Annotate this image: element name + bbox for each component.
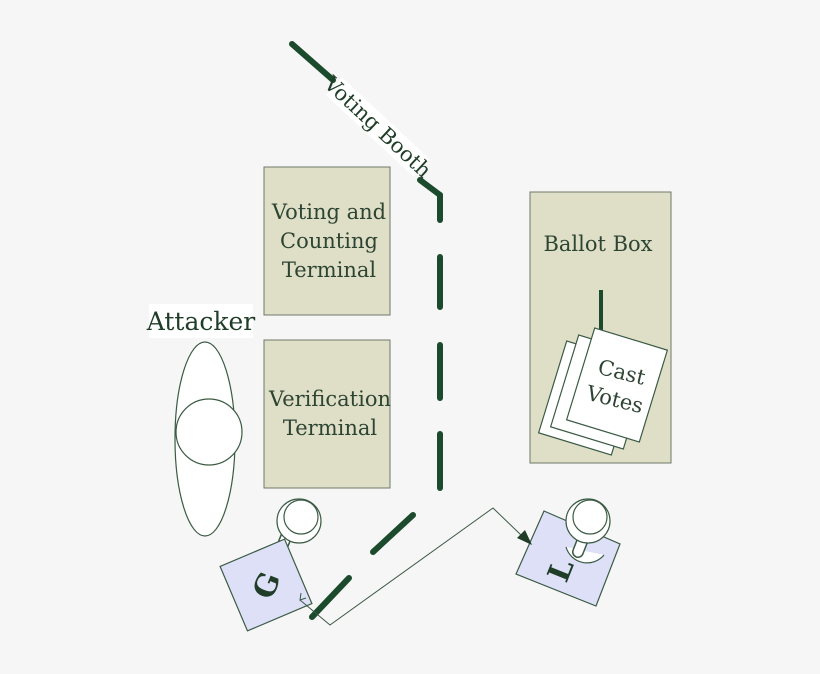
- booth-wall-segment: [370, 512, 416, 555]
- verification-terminal-label-line2: Terminal: [283, 416, 378, 440]
- booth-label-group: Voting Booth: [319, 71, 437, 183]
- booth-wall-segment: [289, 41, 336, 83]
- voting-terminal-label-line3: Terminal: [282, 258, 377, 282]
- attacker-label-background: [149, 304, 253, 338]
- ballot-box: Ballot Box Cast Votes: [529, 191, 672, 464]
- voting-terminal-box: [263, 166, 391, 316]
- booth-wall-segment: [417, 177, 443, 198]
- flow-arrow-tail: [299, 592, 307, 601]
- attacker-label: Attacker: [146, 307, 256, 336]
- voting-terminal-label-line1: Voting and: [271, 200, 386, 224]
- voting-counting-terminal: Voting and Counting Terminal: [263, 166, 391, 316]
- booth-wall-segment: [309, 575, 352, 620]
- cast-votes-stack: [537, 327, 669, 456]
- voter-g: G: [219, 498, 322, 632]
- voting-booth-wall: [289, 41, 443, 620]
- voter-g-head-inner: [283, 499, 319, 535]
- voting-terminal-label-line2: Counting: [280, 229, 378, 253]
- verification-terminal-label-line1: Verification: [268, 387, 391, 411]
- flow-arrow: [299, 507, 532, 626]
- verification-terminal: Verification Terminal: [263, 339, 391, 489]
- ballot-box-label: Ballot Box: [543, 232, 652, 256]
- attacker: Attacker: [146, 304, 256, 537]
- voter-l: L: [515, 498, 621, 607]
- booth-label: Voting Booth: [319, 71, 437, 183]
- voter-l-head-inner: [572, 499, 608, 535]
- voter-g-body: [219, 538, 313, 632]
- verification-terminal-box: [263, 339, 391, 489]
- booth-label-background: [325, 77, 430, 177]
- flow-arrow-head: [517, 530, 532, 545]
- flow-arrow-line: [299, 507, 523, 626]
- attacker-head: [175, 398, 243, 466]
- ballot-sheet-front: [565, 327, 669, 443]
